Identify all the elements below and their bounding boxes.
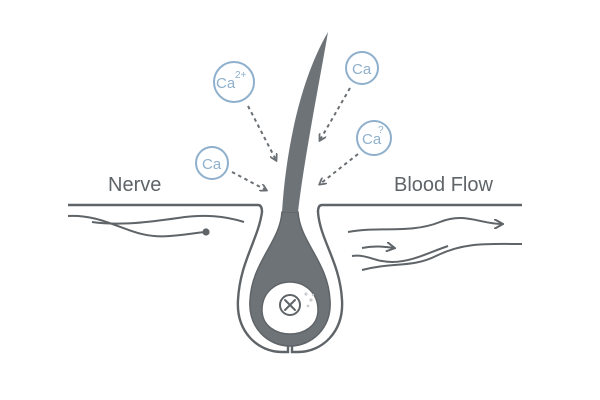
follicle-outer-sheath — [236, 210, 344, 354]
svg-text:?: ? — [378, 125, 384, 136]
blood-flow-line-2 — [361, 247, 394, 249]
blood-flow-line-1 — [347, 217, 502, 233]
calcium-ion-4: Ca — [195, 146, 229, 180]
calcium-ion-1: Ca 2+ — [213, 61, 255, 103]
skin-surface-right — [316, 203, 522, 213]
hair-shaft — [282, 32, 328, 212]
particle-dots — [304, 292, 315, 308]
svg-text:Ca: Ca — [216, 75, 236, 92]
skin-surface-left — [68, 203, 264, 213]
nerve-fiber — [67, 214, 207, 238]
ion-arrow-2 — [320, 87, 351, 140]
blood-flow-line-4 — [351, 245, 449, 264]
svg-text:Ca: Ca — [352, 61, 372, 78]
calcium-ion-2: Ca — [345, 51, 379, 85]
svg-text:Ca: Ca — [362, 131, 382, 148]
svg-text:Ca: Ca — [202, 156, 222, 173]
blood-flow-line-3 — [361, 242, 523, 271]
svg-text:2+: 2+ — [235, 70, 247, 81]
calcium-ion-3: Ca ? — [356, 120, 392, 156]
blood-flow-label: Blood Flow — [394, 174, 493, 196]
nerve-label: Nerve — [108, 174, 161, 196]
ion-arrow-1 — [247, 105, 276, 160]
nerve-fiber-branch — [91, 214, 245, 225]
cross-circle-icon — [279, 294, 301, 316]
nerve-ending-dot — [202, 228, 210, 236]
ion-arrow-3 — [320, 153, 359, 184]
ion-arrow-4 — [231, 171, 266, 190]
